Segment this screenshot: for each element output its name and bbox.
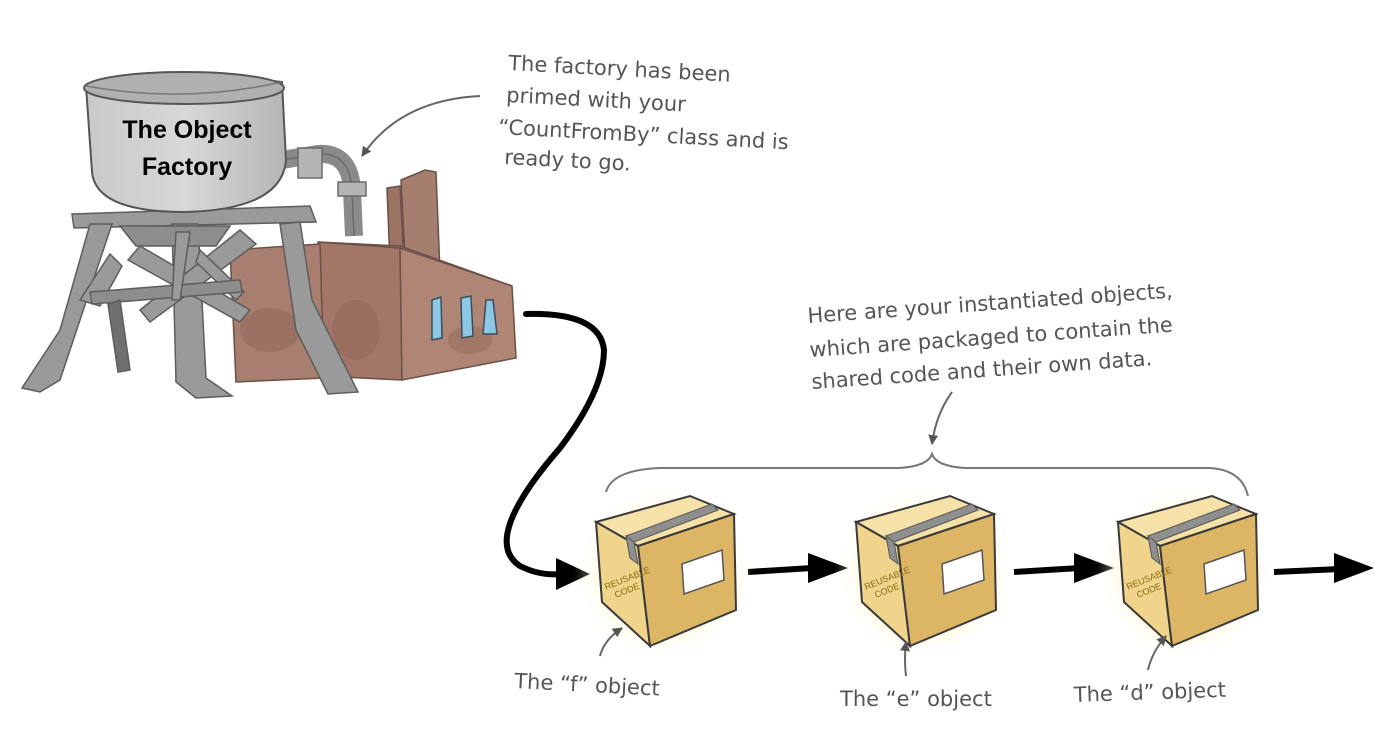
arrow-f-to-e-icon — [808, 553, 848, 583]
label-e-pointer-arrow — [900, 641, 910, 677]
objects-note-pointer-arrow — [928, 391, 953, 445]
window-icon — [431, 295, 443, 341]
arrow-e-to-d — [1013, 565, 1081, 575]
factory-note-line: primed with your — [506, 83, 687, 116]
factory-output-curve — [503, 310, 608, 578]
factory-tank-frame — [20, 205, 360, 399]
box-shipping-label — [1203, 548, 1247, 596]
object-factory-illustration: The Object Factory — [20, 71, 517, 399]
object-label-e: The “e” object — [839, 687, 992, 711]
factory-note-line: ready to go. — [504, 145, 632, 176]
factory-pipe — [280, 144, 367, 237]
box-shipping-label — [681, 548, 725, 596]
object-flow — [503, 310, 1374, 590]
box-tape — [884, 503, 979, 566]
factory-label-line2: Factory — [142, 153, 232, 181]
arrow-f-to-e — [747, 565, 813, 575]
factory-tank — [83, 71, 288, 214]
objects-brace — [605, 450, 1249, 497]
factory-note-pointer-arrow — [361, 95, 481, 157]
box-tape — [624, 503, 719, 566]
arrow-out-of-d — [1273, 566, 1341, 575]
factory-note: The factory has been primed with your “C… — [361, 51, 789, 176]
objects-note: Here are your instantiated objects, whic… — [605, 279, 1249, 497]
factory-label-line1: The Object — [122, 116, 252, 144]
box-tape — [1146, 503, 1241, 566]
label-f-pointer-arrow — [599, 627, 623, 657]
arrow-into-f-icon — [556, 558, 590, 590]
label-d-pointer-arrow — [1147, 635, 1167, 671]
object-label-d: The “d” object — [1072, 678, 1226, 707]
object-label-f: The “f” object — [513, 669, 661, 701]
box-shipping-label — [941, 548, 985, 596]
window-icon — [460, 295, 474, 339]
arrow-out-of-d-icon — [1334, 553, 1374, 583]
window-icon — [482, 299, 498, 335]
factory-note-line: The factory has been — [507, 51, 732, 87]
arrow-e-to-d-icon — [1074, 553, 1114, 583]
